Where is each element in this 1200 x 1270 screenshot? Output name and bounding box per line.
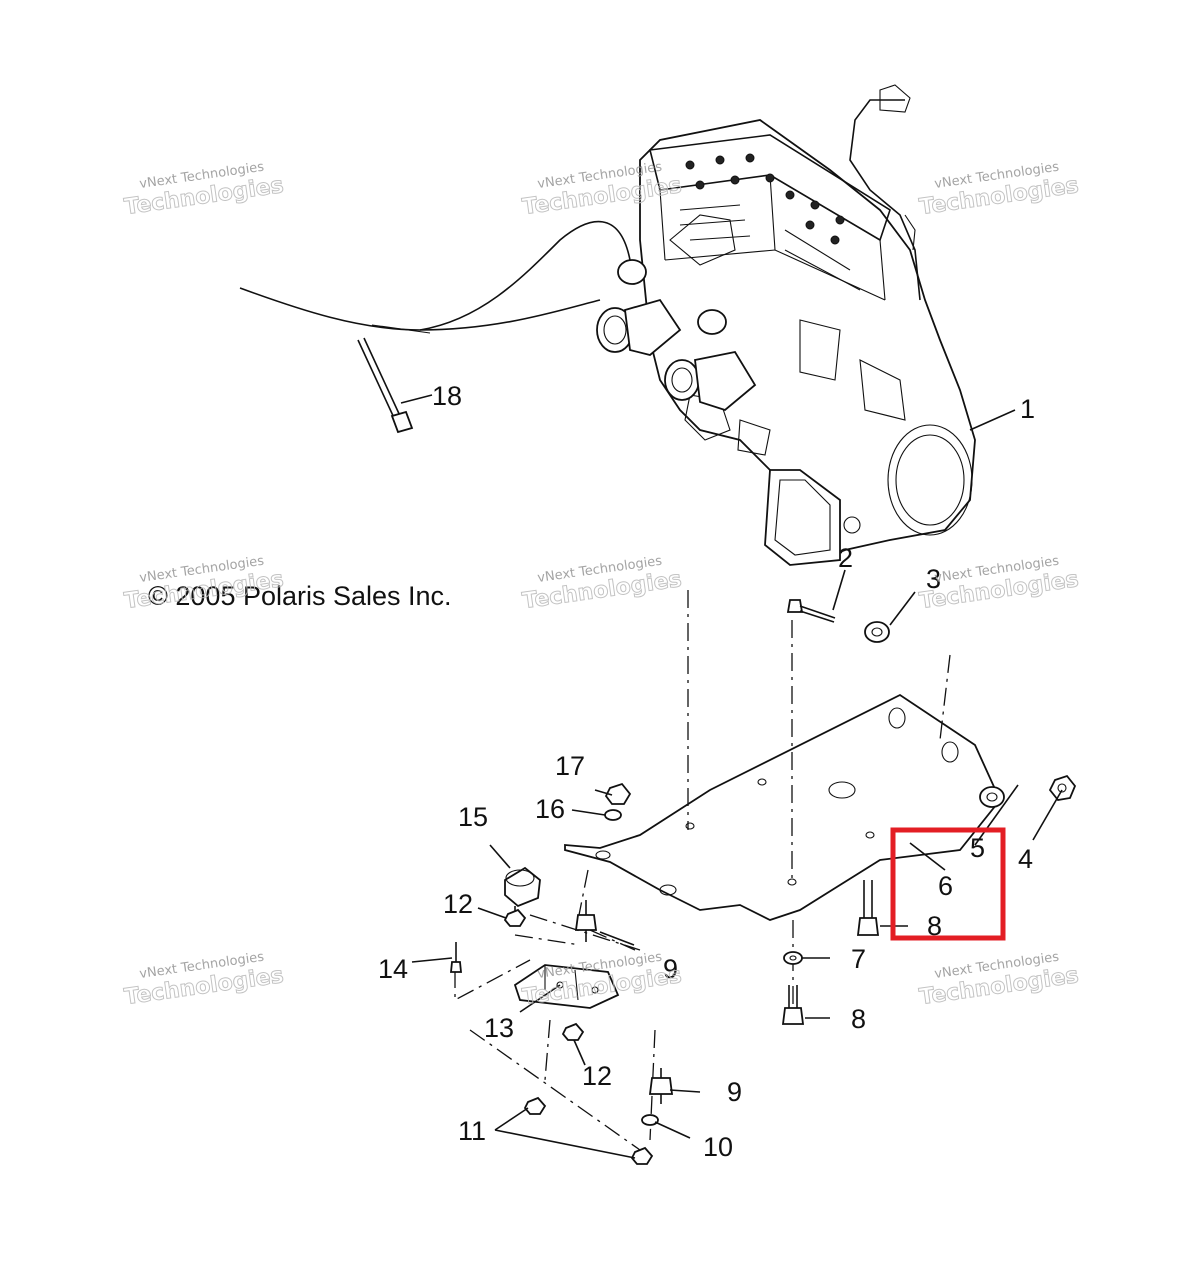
part-15-damper: [504, 866, 541, 918]
part-10-washer: [641, 1114, 659, 1126]
part-12-nut-lower: [561, 1022, 585, 1041]
part-2-bolt: [786, 599, 836, 623]
leader-lines: [400, 394, 1063, 1159]
part-7-washer: [783, 951, 803, 965]
part-9-mount-upper: [574, 900, 598, 942]
callout-6: 6: [938, 871, 953, 901]
mounting-plate: [564, 693, 1002, 921]
callout-1: 1: [1020, 394, 1035, 424]
callout-13: 13: [484, 1013, 514, 1043]
part-5-spacer: [979, 786, 1005, 808]
callout-5: 5: [970, 833, 985, 863]
callout-9-lower: 9: [727, 1077, 742, 1107]
callout-4: 4: [1018, 844, 1033, 874]
watermarks: vNext Technologies Technologies vNext Te…: [122, 160, 1080, 1011]
part-17-nut: [604, 782, 632, 805]
callout-8-lower: 8: [851, 1004, 866, 1034]
part-3-mount: [864, 621, 890, 643]
callout-12-upper: 12: [443, 889, 473, 919]
alignment-lines: [454, 590, 951, 1151]
callout-15: 15: [458, 802, 488, 832]
callout-8-upper: 8: [927, 911, 942, 941]
part-4-nut: [1048, 774, 1077, 801]
part-14-screw: [450, 942, 462, 973]
highlight-box: [890, 827, 1006, 941]
callout-12-lower: 12: [582, 1061, 612, 1091]
callout-3: 3: [926, 564, 941, 594]
part-18: [357, 337, 414, 434]
part-16-washer: [604, 809, 622, 821]
callout-10: 10: [703, 1132, 733, 1162]
callout-7: 7: [851, 944, 866, 974]
callout-2: 2: [838, 543, 853, 573]
callout-16: 16: [535, 794, 565, 824]
part-12-nut-upper: [503, 908, 527, 927]
copyright-text: © 2005 Polaris Sales Inc.: [148, 581, 452, 611]
callout-17: 17: [555, 751, 585, 781]
engine-assembly: [239, 84, 976, 566]
callout-labels: 1 2 3 4 5 6 8 7 8 18 17 16 15 12 14 9 13…: [378, 381, 1035, 1162]
part-8-screw-upper: [856, 880, 880, 936]
part-8-screw-lower: [781, 985, 805, 1025]
part-9-mount-lower: [648, 1068, 674, 1104]
callout-14: 14: [378, 954, 408, 984]
callout-9-upper: 9: [663, 954, 678, 984]
callout-11: 11: [458, 1116, 486, 1146]
part-11-nuts: [523, 1096, 654, 1165]
callout-18: 18: [432, 381, 462, 411]
